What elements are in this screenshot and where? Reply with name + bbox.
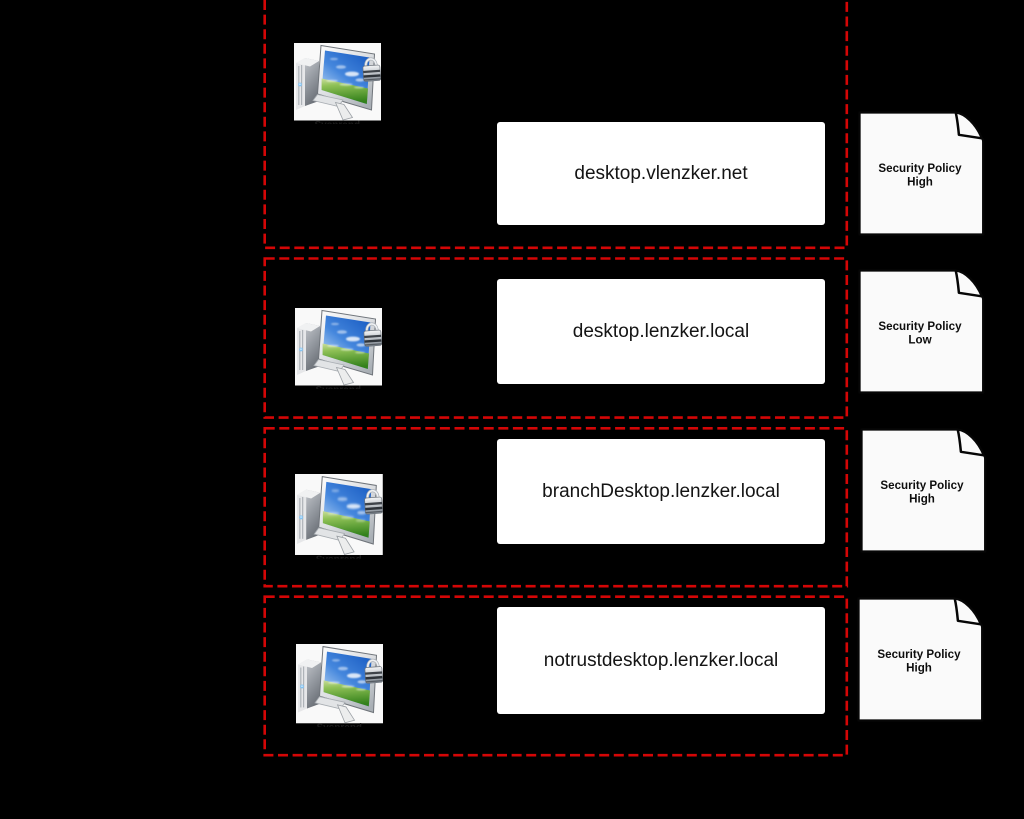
svg-text:High: High [909,493,935,506]
svg-text:Security Policy: Security Policy [877,648,961,661]
svg-text:High: High [907,176,933,189]
svg-text:High: High [906,662,932,675]
svg-text:Security Policy: Security Policy [880,479,964,492]
svg-text:Security Policy: Security Policy [878,162,962,175]
svg-text:Security Policy: Security Policy [878,320,962,333]
svg-text:Low: Low [908,334,932,347]
